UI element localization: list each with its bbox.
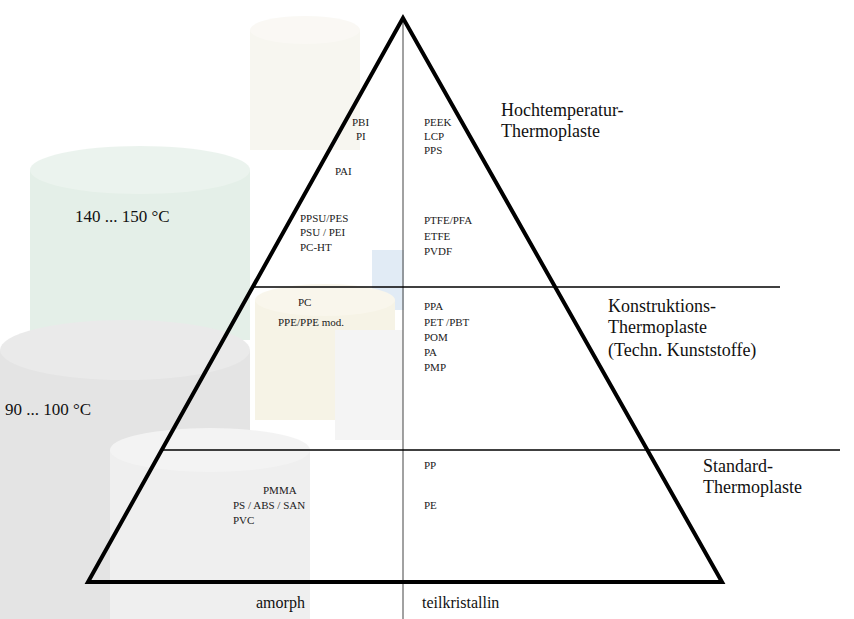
- polymer-name: PVDF: [424, 245, 452, 258]
- polymer-name: PEEK: [424, 116, 452, 129]
- polymer-name: POM: [424, 331, 448, 344]
- temperature-band: PMMA PS / ABS / SAN PVC PP PE Standard- Therm…: [85, 450, 850, 585]
- polymer-name: ETFE: [424, 230, 450, 243]
- polymer-name: PA: [424, 346, 437, 359]
- polymer-name: PPS: [424, 144, 442, 157]
- cream-cylinder: [250, 30, 360, 150]
- pyramid-outline: [88, 18, 722, 582]
- polymer-name: PPA: [424, 300, 443, 313]
- divider-line: [403, 18, 404, 619]
- gray-cylinder-top: [0, 320, 250, 380]
- temperature-band: PC PPE/PPE mod. PPA PET /PBT POM PA PMP Konstru…: [160, 287, 780, 450]
- yellow-cylinder-top: [255, 284, 395, 316]
- temperature-band: PBIPI PAI PPSU/PESPSU / PEI PC-HT PEEKLCPPPS…: [240, 16, 720, 287]
- polymer-name: PET /PBT: [424, 316, 469, 329]
- class-heading: Standard- Thermoplaste: [703, 456, 802, 498]
- polymer-name: PS / ABS / SAN: [233, 499, 305, 512]
- class-heading: Hochtemperatur- Thermoplaste: [501, 100, 624, 142]
- polymer-name: PMP: [424, 361, 446, 374]
- temperature-label: 140 ... 150 °C: [75, 207, 170, 227]
- polymer-name: PMMA: [263, 484, 297, 497]
- polymer-name: PTFE/PFA: [424, 214, 472, 227]
- green-cylinder: [30, 170, 250, 340]
- structure-label: amorph: [256, 594, 305, 612]
- polymer-name: PPE/PPE mod.: [278, 316, 344, 329]
- cylinder-photo: [0, 16, 404, 619]
- polymer-name: PVC: [233, 514, 254, 527]
- polymer-name: PC-HT: [300, 241, 332, 254]
- class-heading: Konstruktions- Thermoplaste: [608, 296, 716, 338]
- cream-cylinder-top: [250, 16, 360, 44]
- polymer-name: LCP: [424, 130, 444, 143]
- class-heading: (Techn. Kunststoffe): [608, 340, 756, 361]
- white-cylinder: [335, 330, 403, 440]
- light-cylinder: [110, 450, 310, 619]
- polymer-name: PPSU/PES: [300, 212, 348, 225]
- green-cylinder-top: [30, 146, 250, 194]
- band-line: [162, 449, 840, 451]
- polymer-name: PAI: [335, 165, 352, 178]
- structure-label: teilkristallin: [422, 594, 499, 612]
- polymer-name: PBI: [352, 116, 369, 129]
- band-line: [253, 286, 780, 288]
- polymer-name: PC: [298, 296, 311, 309]
- polymer-name: PP: [424, 459, 436, 472]
- polymer-name: PSU / PEI: [300, 226, 345, 239]
- polymer-name: PE: [424, 499, 437, 512]
- polymer-name: PI: [356, 130, 366, 143]
- temperature-label: 90 ... 100 °C: [5, 400, 91, 420]
